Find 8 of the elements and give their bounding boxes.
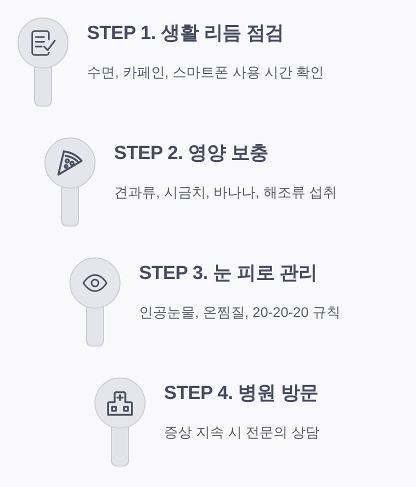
step-description: 수면, 카페인, 스마트폰 사용 시간 확인 (87, 63, 324, 82)
step-title: STEP 4. 병원 방문 (164, 382, 318, 406)
step-title: STEP 1. 생활 리듬 점검 (87, 22, 284, 46)
step-description: 증상 지속 시 전문의 상담 (164, 423, 320, 442)
step-description: 견과류, 시금치, 바나나, 해조류 섭취 (114, 183, 338, 202)
step-title: STEP 3. 눈 피로 관리 (139, 262, 318, 286)
step-description: 인공눈물, 온찜질, 20-20-20 규칙 (139, 303, 340, 322)
step-title: STEP 2. 영양 보충 (114, 142, 268, 166)
